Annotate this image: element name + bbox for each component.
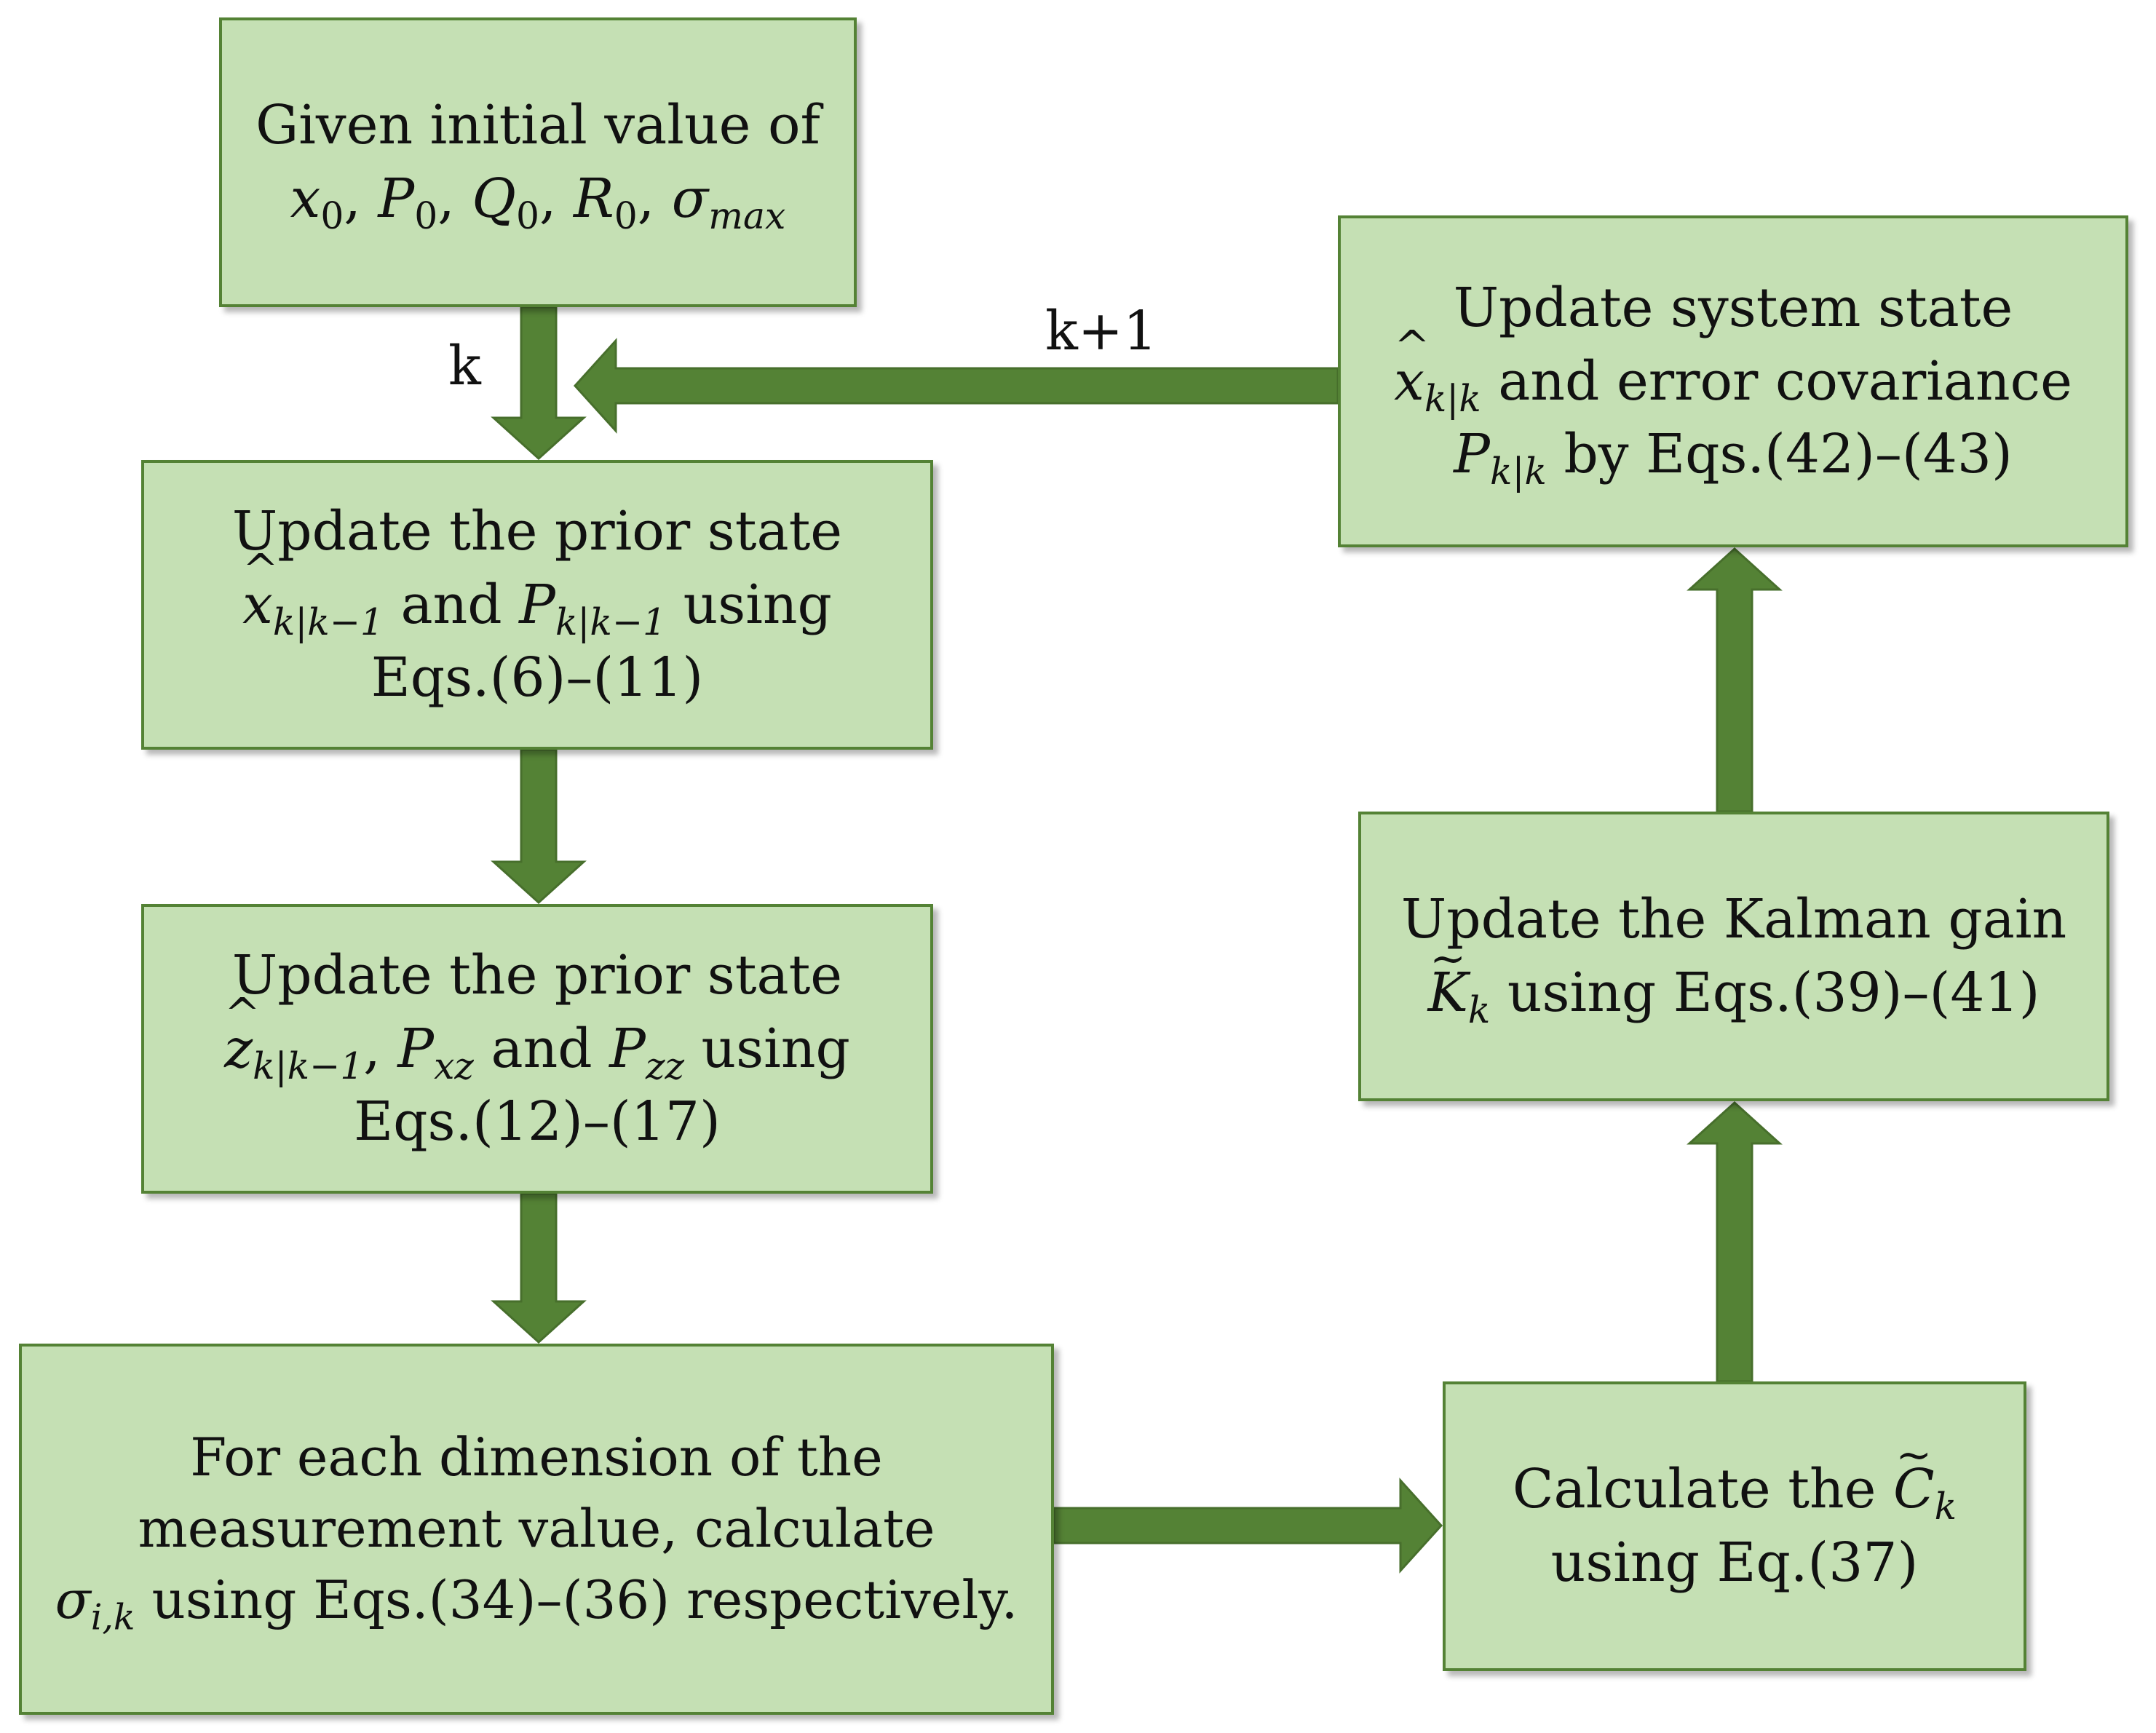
initial-values-box: Given initial value of x0, P0, Q0, R0, σ…: [219, 17, 857, 307]
c-calculation-line2: using Eq.(37): [1550, 1531, 1919, 1594]
arrow-sigma-to-c: [1053, 1478, 1443, 1574]
prior-state-box: Update the prior state ^xk|k−1 and Pk|k−…: [141, 460, 933, 750]
kalman-gain-box: Update the Kalman gain ~Kk using Eqs.(39…: [1358, 812, 2109, 1101]
sigma-calculation-line2: measurement value, calculate: [138, 1498, 935, 1560]
initial-values-list: x0, P0, Q0, R0, σmax: [290, 167, 786, 238]
arrow-prior-measurement-to-sigma: [491, 1192, 587, 1344]
posterior-update-state: ^xk|k and error covariance: [1394, 321, 2072, 420]
sigma-calculation-line1: For each dimension of the: [190, 1427, 883, 1488]
arrow-c-to-kalman-gain: [1687, 1101, 1783, 1383]
iteration-k-plus-1-label: k+1: [1045, 300, 1157, 362]
c-calculation-box: Calculate the ~Ck using Eq.(37): [1443, 1381, 2026, 1671]
kalman-gain-title: Update the Kalman gain: [1400, 888, 2067, 951]
iteration-k-label: k: [448, 335, 481, 397]
prior-measurement-title: Update the prior state: [231, 944, 843, 1007]
prior-measurement-box: Update the prior state ^zk|k−1, Pxz and …: [141, 904, 933, 1194]
initial-values-title: Given initial value of: [255, 94, 820, 157]
arrow-posterior-to-loop: [573, 338, 1339, 434]
prior-state-title: Update the prior state: [231, 500, 843, 563]
arrow-kalman-gain-to-posterior: [1687, 547, 1783, 813]
prior-state-eqs: Eqs.(6)–(11): [370, 646, 704, 710]
kalman-gain-eqs: ~Kk using Eqs.(39)–(41): [1427, 932, 2040, 1032]
arrow-init-to-prior-state: [491, 306, 587, 461]
prior-measurement-eqs: Eqs.(12)–(17): [354, 1090, 721, 1154]
c-calculation-line1: Calculate the ~Ck: [1512, 1429, 1957, 1528]
prior-state-vars: ^xk|k−1 and Pk|k−1 using: [242, 544, 832, 643]
posterior-update-title: Update system state: [1453, 277, 2013, 340]
arrow-prior-state-to-prior-measurement: [491, 748, 587, 905]
sigma-calculation-box: For each dimension of the measurement va…: [19, 1344, 1054, 1715]
posterior-update-box: Update system state ^xk|k and error cova…: [1338, 215, 2128, 547]
prior-measurement-vars: ^zk|k−1, Pxz and Pzz using: [224, 988, 850, 1087]
sigma-calculation-line3: σi,k using Eqs.(34)–(36) respectively.: [55, 1569, 1018, 1638]
posterior-update-cov: Pk|k by Eqs.(42)–(43): [1454, 423, 2013, 493]
